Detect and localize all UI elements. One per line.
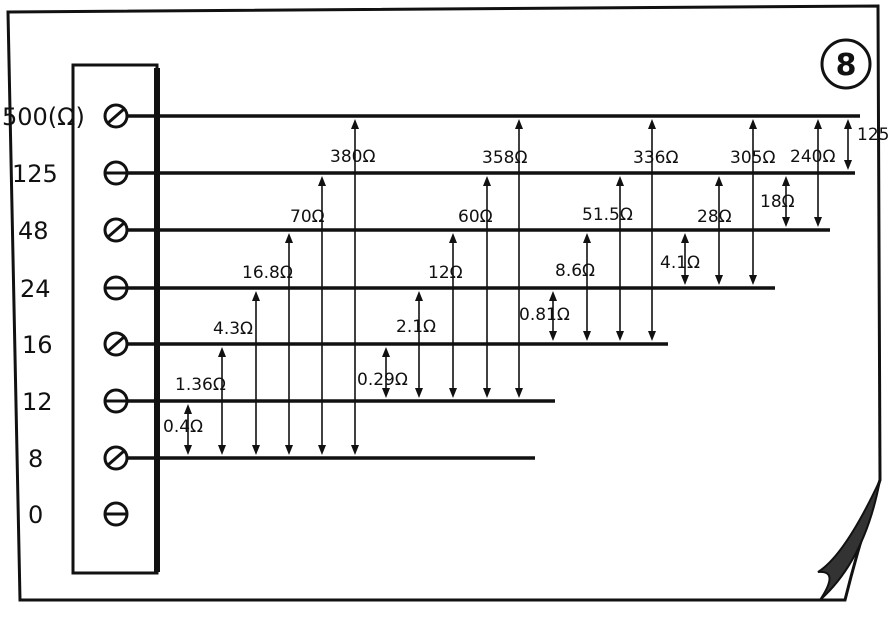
resistance-arrow — [483, 176, 491, 398]
terminal-label: 0 — [28, 501, 43, 529]
resistance-label: 0.4Ω — [163, 417, 203, 437]
resistance-label: 0.81Ω — [519, 305, 570, 325]
resistance-label: 70Ω — [290, 207, 325, 227]
resistance-label: 380Ω — [330, 147, 375, 167]
terminal-label: 24 — [20, 275, 51, 303]
resistance-arrow — [252, 291, 260, 455]
resistance-label: 1.36Ω — [175, 375, 226, 395]
terminal-strip — [71, 63, 159, 575]
resistance-label: 358Ω — [482, 148, 527, 168]
figure-number: 8 — [836, 48, 857, 83]
resistance-label: 2.1Ω — [396, 317, 436, 337]
resistance-label: 125 Ω — [857, 125, 889, 145]
page-curl — [817, 479, 881, 601]
figure-number-circle — [820, 38, 872, 90]
resistance-arrow — [515, 119, 523, 398]
terminal-label: 125 — [12, 160, 58, 188]
resistance-arrow — [285, 233, 293, 455]
resistance-label: 336Ω — [633, 148, 678, 168]
resistance-arrow — [351, 119, 359, 455]
terminal-label: 500(Ω) — [2, 103, 85, 131]
resistance-arrow — [782, 176, 790, 227]
resistance-label: 8.6Ω — [555, 261, 595, 281]
resistance-label: 16.8Ω — [242, 263, 293, 283]
resistance-label: 28Ω — [697, 207, 732, 227]
resistance-arrow — [814, 119, 822, 227]
resistance-label: 240Ω — [790, 147, 835, 167]
resistance-arrow — [549, 291, 557, 341]
screw-slot — [107, 221, 125, 239]
resistance-arrow — [218, 347, 226, 455]
resistance-label: 0.29Ω — [357, 370, 408, 390]
resistance-arrow — [318, 176, 326, 455]
resistance-arrow — [844, 119, 852, 170]
resistance-arrow — [749, 119, 757, 285]
screw-slot — [107, 449, 125, 467]
resistance-label: 51.5Ω — [582, 205, 633, 225]
terminal-label: 12 — [22, 388, 53, 416]
resistance-label: 305Ω — [730, 148, 775, 168]
resistance-arrow — [184, 404, 192, 455]
resistance-arrow — [583, 233, 591, 341]
terminal-label: 8 — [28, 445, 43, 473]
resistance-label: 12Ω — [428, 263, 463, 283]
screw-slot — [107, 107, 125, 125]
resistance-label: 60Ω — [458, 207, 493, 227]
resistance-arrow — [715, 176, 723, 285]
resistance-arrow — [681, 233, 689, 285]
terminal-label: 48 — [18, 217, 49, 245]
screw-slot — [107, 335, 125, 353]
resistance-arrow — [648, 119, 656, 341]
resistance-arrow — [616, 176, 624, 341]
resistance-label: 4.1Ω — [660, 253, 700, 273]
resistance-label: 4.3Ω — [213, 319, 253, 339]
terminal-label: 16 — [22, 331, 53, 359]
resistance-arrow — [415, 291, 423, 398]
resistance-label: 18Ω — [760, 192, 795, 212]
resistance-arrow — [382, 347, 390, 398]
resistance-arrow — [449, 233, 457, 398]
